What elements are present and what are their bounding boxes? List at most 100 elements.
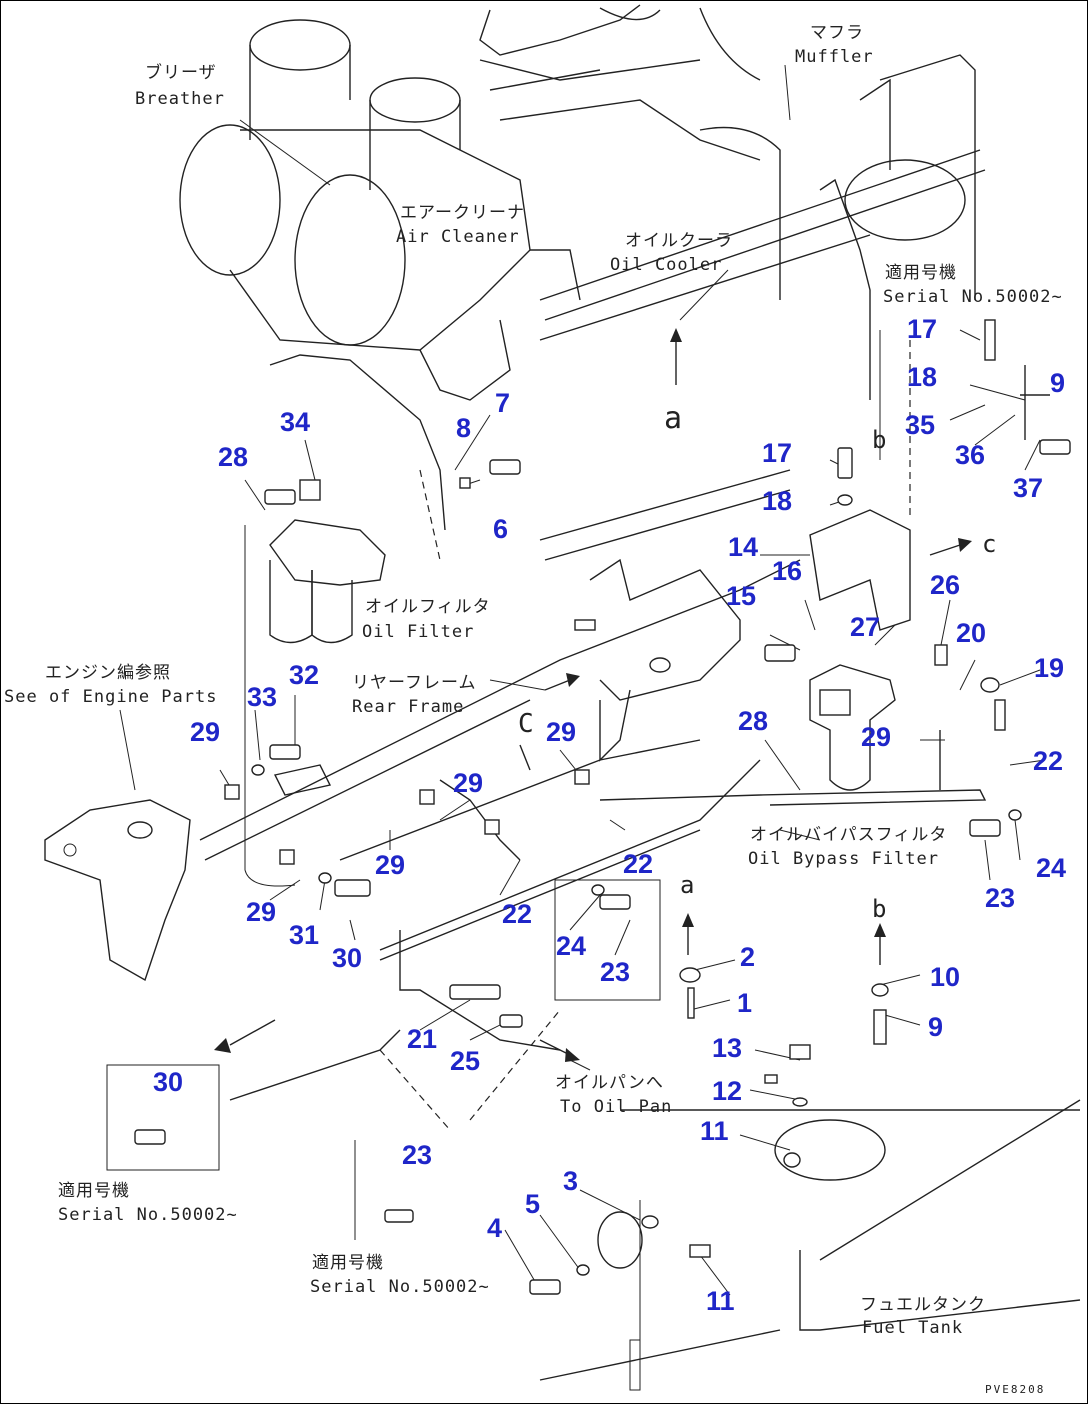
oil-filter-drawing — [244, 519, 386, 887]
breather-label-en: Breather — [135, 89, 225, 109]
callout-9-top: 9 — [1050, 368, 1065, 398]
callout-30-inset: 30 — [153, 1067, 183, 1097]
callout-28-right: 28 — [738, 706, 768, 736]
oil-filter-label-en: Oil Filter — [362, 622, 474, 642]
hardware-parts — [134, 319, 1071, 1295]
callout-29-bypass: 29 — [861, 722, 891, 752]
air-cleaner-label-en: Air Cleaner — [396, 227, 520, 247]
muffler-drawing — [819, 54, 976, 400]
oil-filter-label-jp: オイルフィルタ — [365, 597, 491, 617]
drawing-code: PVE8208 — [985, 1383, 1045, 1396]
callout-23-bottom: 23 — [402, 1140, 432, 1170]
bypass-label-jp: オイルバイパスフィルタ — [750, 825, 947, 845]
muffler-label-jp: マフラ — [810, 23, 864, 43]
callout-17-mid: 17 — [762, 438, 792, 468]
view-letter-a-small: a — [680, 871, 694, 899]
callout-34: 34 — [280, 407, 310, 437]
callout-2: 2 — [740, 942, 755, 972]
oil-cooler-label-en: Oil Cooler — [610, 255, 722, 275]
callout-13: 13 — [712, 1033, 742, 1063]
callout-18-top: 18 — [907, 362, 937, 392]
callout-26: 26 — [930, 570, 960, 600]
engine-outline — [479, 4, 986, 561]
callout-35: 35 — [905, 410, 935, 440]
oil-bypass-filter-drawing — [599, 664, 987, 806]
fuel-tank-drawing — [539, 1099, 1081, 1391]
callout-5: 5 — [525, 1189, 540, 1219]
callout-24-right: 24 — [1036, 853, 1066, 883]
callout-19: 19 — [1034, 653, 1064, 683]
air-cleaner-drawing — [179, 19, 531, 561]
engine-parts-label-en: See of Engine Parts — [4, 687, 217, 707]
callout-22-mid: 22 — [623, 849, 653, 879]
callout-1: 1 — [737, 988, 752, 1018]
callout-12: 12 — [712, 1076, 742, 1106]
callout-11-upper: 11 — [700, 1116, 729, 1146]
inset-box-30 — [106, 1064, 220, 1171]
engine-parts-label-jp: エンジン編参照 — [45, 663, 171, 683]
callout-31: 31 — [289, 920, 319, 950]
callout-28-left: 28 — [218, 442, 248, 472]
callout-11-lower: 11 — [706, 1286, 735, 1316]
view-letter-b-small: b — [872, 895, 886, 923]
serial-left-label-en: Serial No.50002~ — [58, 1205, 238, 1225]
view-letters: a b c C a b — [518, 401, 996, 923]
fuel-tank-label-jp: フュエルタンク — [860, 1295, 986, 1315]
bypass-label-en: Oil Bypass Filter — [748, 849, 939, 869]
view-letter-b-main: b — [872, 426, 886, 454]
callout-10: 10 — [930, 962, 960, 992]
callout-32: 32 — [289, 660, 319, 690]
serial-left-label-jp: 適用号機 — [58, 1181, 130, 1201]
callout-37: 37 — [1013, 473, 1043, 503]
engine-mount-bracket — [44, 799, 191, 982]
callout-33: 33 — [247, 682, 277, 712]
serial-top-label-en: Serial No.50002~ — [883, 287, 1063, 307]
view-letter-c-arrow: c — [982, 530, 996, 558]
view-letter-c-rear: C — [518, 709, 534, 739]
callout-36: 36 — [955, 440, 985, 470]
oil-pan-label-en: To Oil Pan — [560, 1097, 672, 1117]
callout-15: 15 — [726, 581, 756, 611]
callout-7: 7 — [495, 388, 510, 418]
callout-22-right: 22 — [1033, 746, 1063, 776]
callout-numbers: 1 2 3 4 5 6 7 8 9 9 10 11 11 12 13 14 15… — [153, 314, 1066, 1316]
oil-cooler-label-jp: オイルクーラ — [625, 231, 733, 251]
breather-label-jp: ブリーザ — [145, 62, 217, 83]
air-cleaner-label-jp: エアークリーナ — [400, 203, 525, 223]
inset-box-23-24 — [554, 879, 661, 1001]
callout-21: 21 — [407, 1024, 437, 1054]
rear-frame-label-jp: リヤーフレーム — [352, 673, 476, 693]
rear-frame-label-en: Rear Frame — [352, 697, 464, 717]
callout-9-bottom: 9 — [928, 1012, 943, 1042]
part-labels: ブリーザ Breather マフラ Muffler エアークリーナ Air Cl… — [4, 23, 1063, 1396]
callout-27: 27 — [850, 612, 880, 642]
serial-bottom-label-en: Serial No.50002~ — [310, 1277, 490, 1297]
rear-frame-drawing — [199, 558, 801, 961]
callout-14: 14 — [728, 532, 758, 562]
oil-pan-label-jp: オイルパンへ — [555, 1073, 664, 1093]
callout-30-main: 30 — [332, 943, 362, 973]
muffler-label-en: Muffler — [795, 47, 874, 67]
callout-leaders — [219, 329, 1046, 1296]
callout-6: 6 — [493, 514, 508, 544]
serial-bottom-label-jp: 適用号機 — [312, 1253, 384, 1273]
callout-23-right: 23 — [985, 883, 1015, 913]
callout-20: 20 — [956, 618, 986, 648]
callout-18-mid: 18 — [762, 486, 792, 516]
callout-23-inset: 23 — [600, 957, 630, 987]
callout-25: 25 — [450, 1046, 480, 1076]
callout-24-inset: 24 — [556, 931, 586, 961]
callout-4: 4 — [487, 1213, 502, 1243]
serial-top-label-jp: 適用号機 — [885, 263, 957, 283]
view-letter-a-main: a — [664, 401, 682, 436]
callout-29-left: 29 — [190, 717, 220, 747]
fuel-tank-label-en: Fuel Tank — [862, 1318, 963, 1338]
callout-16: 16 — [772, 556, 802, 586]
callout-17-top: 17 — [907, 314, 937, 344]
callout-29-bottom-left: 29 — [246, 897, 276, 927]
callout-22-left: 22 — [502, 899, 532, 929]
callout-29-center: 29 — [453, 768, 483, 798]
callout-3: 3 — [563, 1166, 578, 1196]
